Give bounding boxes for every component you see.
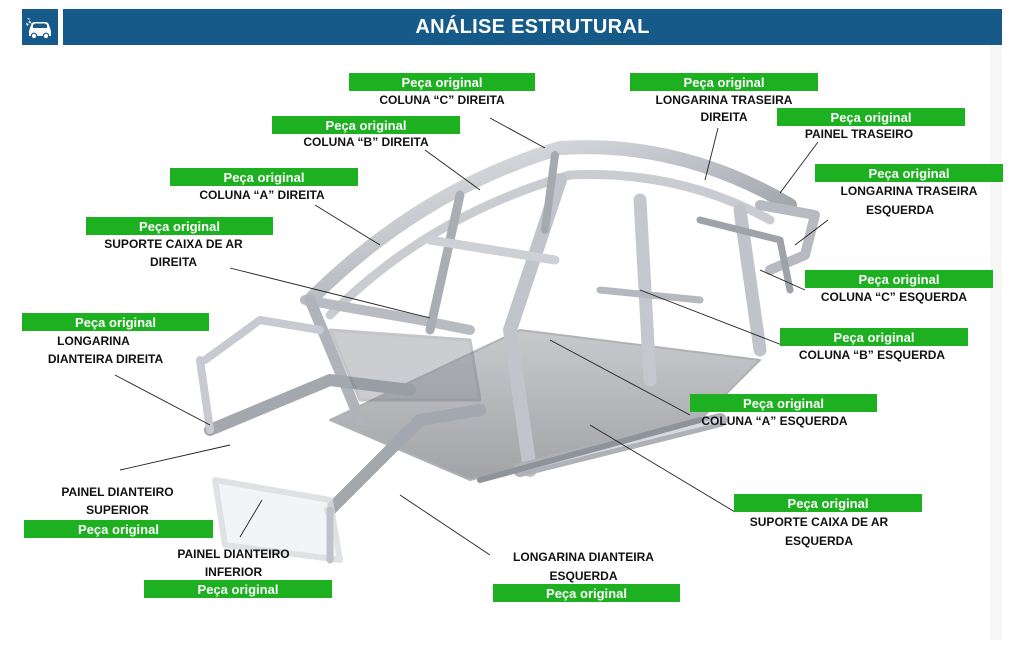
callout-label: ESQUERDA xyxy=(784,534,853,548)
callout-label: COLUNA “C” DIREITA xyxy=(379,93,505,107)
callout-label: SUPORTE CAIXA DE AR xyxy=(104,237,243,251)
callout-label: ESQUERDA xyxy=(549,569,618,583)
tag-peca-original: Peça original xyxy=(22,313,209,331)
tag-peca-original: Peça original xyxy=(349,73,535,91)
callout-label: LONGARINA TRASEIRA xyxy=(655,93,793,107)
callout-label: DIREITA xyxy=(700,110,748,124)
tag-peca-original: Peça original xyxy=(170,168,358,186)
car-frame xyxy=(196,140,820,564)
tag-peca-original: Peça original xyxy=(734,494,922,512)
callout-label: INFERIOR xyxy=(204,565,263,579)
tag-peca-original: Peça original xyxy=(805,270,993,288)
tag-peca-original: Peça original xyxy=(777,108,965,126)
callout-label: COLUNA “B” DIREITA xyxy=(303,135,429,149)
callout-label: DIANTEIRA DIREITA xyxy=(47,352,164,366)
callout-label: SUPERIOR xyxy=(86,503,149,517)
tag-peca-original: Peça original xyxy=(780,328,968,346)
callout-label: COLUNA “C” ESQUERDA xyxy=(820,290,968,304)
tag-peca-original: Peça original xyxy=(272,116,460,134)
callout-label: LONGARINA DIANTEIRA xyxy=(513,550,654,564)
tag-peca-original: Peça original xyxy=(86,217,273,235)
callout-label: PAINEL DIANTEIRO xyxy=(61,485,174,499)
callout-label: ESQUERDA xyxy=(865,203,934,217)
callout-label: LONGARINA xyxy=(57,334,130,348)
tag-peca-original: Peça original xyxy=(630,73,818,91)
tag-peca-original: Peça original xyxy=(144,580,332,598)
page-title: ANÁLISE ESTRUTURAL xyxy=(415,15,650,38)
callout-label: COLUNA “B” ESQUERDA xyxy=(798,348,946,362)
tag-peca-original: Peça original xyxy=(690,394,877,412)
tag-peca-original: Peça original xyxy=(815,164,1003,182)
damaged-car-icon xyxy=(22,9,58,45)
tag-peca-original: Peça original xyxy=(493,584,680,602)
callout-label: COLUNA “A” ESQUERDA xyxy=(701,414,848,428)
callout-label: DIREITA xyxy=(149,255,198,269)
leader-lines xyxy=(114,117,829,556)
callout-label: COLUNA “A” DIREITA xyxy=(199,188,325,202)
header: ANÁLISE ESTRUTURAL xyxy=(22,9,1002,45)
callout-label: PAINEL DIANTEIRO xyxy=(177,547,290,561)
callout-label: LONGARINA TRASEIRA xyxy=(840,184,978,198)
right-edge-strip xyxy=(990,45,1002,640)
callout-label: SUPORTE CAIXA DE AR xyxy=(749,515,889,529)
tag-peca-original: Peça original xyxy=(24,520,213,538)
callout-label: PAINEL TRASEIRO xyxy=(804,127,914,141)
title-bar: ANÁLISE ESTRUTURAL xyxy=(63,9,1002,45)
